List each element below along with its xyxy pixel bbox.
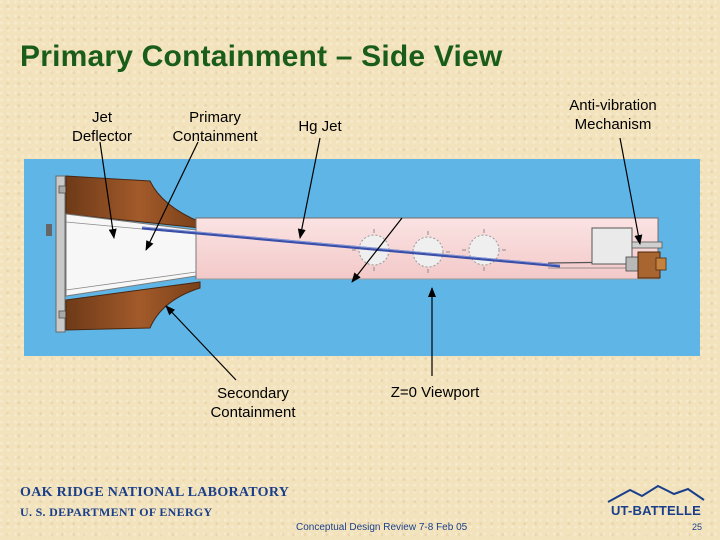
label-jet-deflector: Jet Deflector <box>71 109 133 145</box>
left-flange <box>55 175 66 333</box>
anti-vibration-clamp <box>625 256 639 272</box>
left-wall-plate <box>46 224 52 236</box>
anti-vibration-housing <box>591 227 633 265</box>
label-viewport: Z=0 Viewport <box>390 384 480 401</box>
ornl-name: OAK RIDGE NATIONAL LABORATORY <box>20 485 290 500</box>
mountain-icon <box>607 484 705 503</box>
nozzle-cone <box>65 213 197 297</box>
arrow-jet-deflector <box>99 141 117 239</box>
page-number: 25 <box>692 522 703 532</box>
arrow-hg-jet-2 <box>351 217 403 283</box>
arrow-hg-jet-1 <box>297 137 321 239</box>
label-hg-jet: Hg Jet <box>298 118 342 135</box>
viewport-window-2 <box>412 236 444 268</box>
arrow-secondary-containment <box>165 305 237 381</box>
arrow-anti-vibration <box>619 137 643 245</box>
hg-jet <box>141 226 561 268</box>
label-anti-vibration: Anti-vibration Mechanism <box>569 97 657 133</box>
label-secondary-containment: Secondary Containment <box>210 385 296 421</box>
doe-name: U. S. DEPARTMENT OF ENERGY <box>20 505 213 519</box>
hg-jet-highlight <box>141 226 561 266</box>
arrow-primary-containment <box>145 141 199 251</box>
jet-deflector-lower <box>65 281 201 331</box>
nozzle-cone-line-bottom <box>65 271 197 291</box>
anti-vibration-bracket <box>631 241 663 249</box>
footer-text: Conceptual Design Review 7-8 Feb 05 <box>296 522 468 533</box>
end-cap-bolt <box>655 257 667 271</box>
ut-battelle-logo: UT-BATTELLE <box>604 484 708 524</box>
slide-title: Primary Containment – Side View <box>20 40 503 73</box>
label-primary-containment: Primary Containment <box>172 109 258 145</box>
logo-text: UT-BATTELLE <box>610 503 702 518</box>
